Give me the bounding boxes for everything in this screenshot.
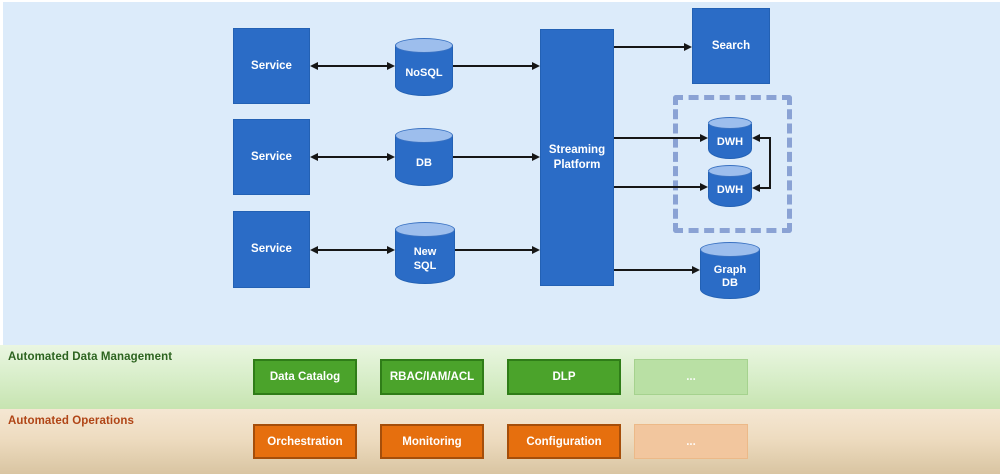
arrow-service3-newsql	[316, 249, 390, 251]
arrowhead-dwh1-back	[752, 134, 760, 142]
arrow-dwh-loop-bottom	[760, 187, 771, 189]
streaming-platform-box: Streaming Platform	[540, 29, 614, 286]
search-box: Search	[692, 8, 770, 84]
arrow-service1-nosql	[316, 65, 390, 67]
graphdb-cylinder-cap	[700, 242, 760, 257]
nosql-label: NoSQL	[405, 66, 443, 79]
arrowhead-right-db	[387, 153, 395, 161]
arrow-streaming-search	[614, 46, 686, 48]
newsql-cylinder: New SQL	[395, 222, 455, 284]
arrowhead-right-newsql	[387, 246, 395, 254]
arrowhead-dwh1	[700, 134, 708, 142]
arrow-db-streaming	[453, 156, 534, 158]
dwh1-cylinder-cap	[708, 117, 752, 129]
management-more-button: ...	[634, 359, 748, 395]
service-box-3-label: Service	[251, 243, 292, 256]
arrow-dwh-loop-top	[760, 137, 771, 139]
db-cylinder: DB	[395, 128, 453, 186]
arrowhead-streaming-1	[532, 62, 540, 70]
nosql-cylinder-cap	[395, 38, 453, 53]
nosql-cylinder: NoSQL	[395, 38, 453, 96]
arrowhead-streaming-3	[532, 246, 540, 254]
service-box-1: Service	[233, 28, 310, 104]
newsql-cylinder-body	[395, 229, 455, 284]
arrow-streaming-dwh1	[614, 137, 702, 139]
dwh-dashed-group	[673, 95, 792, 233]
service-box-2: Service	[233, 119, 310, 195]
db-cylinder-body	[395, 135, 453, 186]
graphdb-label: Graph DB	[713, 263, 747, 289]
arrowhead-left-service2	[310, 153, 318, 161]
arrowhead-graphdb	[692, 266, 700, 274]
arrowhead-right-nosql	[387, 62, 395, 70]
rbac-iam-acl-button: RBAC/IAM/ACL	[380, 359, 484, 395]
operations-more-button: ...	[634, 424, 748, 459]
dwh2-cylinder: DWH	[708, 165, 752, 207]
db-label: DB	[416, 156, 432, 169]
monitoring-button: Monitoring	[380, 424, 484, 459]
graphdb-cylinder-body	[700, 249, 760, 299]
orchestration-button: Orchestration	[253, 424, 357, 459]
arrowhead-dwh2-back	[752, 184, 760, 192]
service-box-2-label: Service	[251, 150, 292, 163]
data-catalog-button: Data Catalog	[253, 359, 357, 395]
graphdb-cylinder: Graph DB	[700, 242, 760, 299]
diagram-background	[3, 2, 1000, 345]
operations-band-label: Automated Operations	[8, 415, 134, 427]
newsql-label: New SQL	[413, 246, 437, 272]
dwh1-cylinder: DWH	[708, 117, 752, 159]
arrowhead-dwh2	[700, 183, 708, 191]
streaming-platform-label: Streaming Platform	[548, 144, 606, 171]
arrowhead-left-service3	[310, 246, 318, 254]
arrowhead-streaming-2	[532, 153, 540, 161]
operations-band	[0, 409, 1000, 474]
dwh2-cylinder-cap	[708, 165, 752, 177]
dwh1-label: DWH	[716, 136, 744, 149]
arrow-streaming-graphdb	[614, 269, 694, 271]
arrow-dwh-loop-vertical	[769, 137, 771, 189]
newsql-cylinder-cap	[395, 222, 455, 237]
dwh2-label: DWH	[716, 184, 744, 197]
arrowhead-left-service1	[310, 62, 318, 70]
arrow-nosql-streaming	[453, 65, 534, 67]
arrowhead-search	[684, 43, 692, 51]
search-box-label: Search	[711, 39, 751, 52]
dlp-button: DLP	[507, 359, 621, 395]
service-box-1-label: Service	[251, 59, 292, 72]
db-cylinder-cap	[395, 128, 453, 143]
management-band	[0, 345, 1000, 409]
arrow-streaming-dwh2	[614, 186, 702, 188]
arrow-service2-db	[316, 156, 390, 158]
service-box-3: Service	[233, 211, 310, 288]
configuration-button: Configuration	[507, 424, 621, 459]
management-band-label: Automated Data Management	[8, 351, 173, 363]
arrow-newsql-streaming	[455, 249, 534, 251]
